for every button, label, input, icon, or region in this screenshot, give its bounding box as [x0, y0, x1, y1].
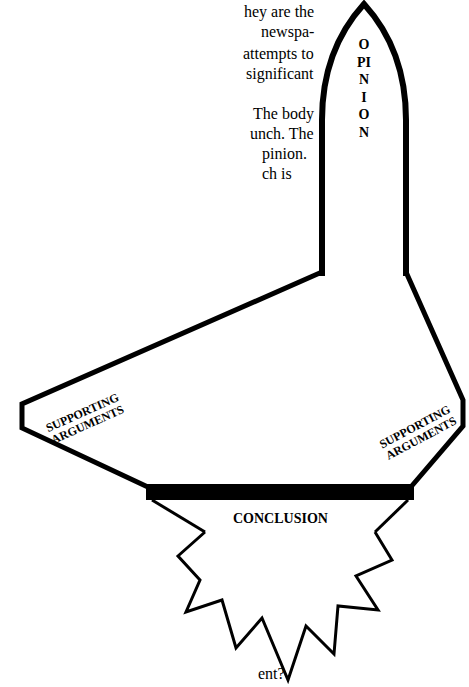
- band-label: CONCLUSION: [233, 511, 328, 527]
- text-fragment: ch is: [262, 164, 292, 183]
- rocket-body: OPINION: [316, 0, 412, 276]
- right-fin: SUPPORTING ARGUMENTS: [400, 266, 468, 494]
- nozzle-line: [375, 500, 408, 532]
- text-fragment: The body: [253, 104, 314, 123]
- fin-outline: [22, 272, 322, 488]
- left-fin: SUPPORTING ARGUMENTS: [16, 266, 328, 494]
- text-fragment: attempts to: [243, 44, 314, 63]
- text-fragment: unch. The: [250, 124, 314, 143]
- fin-label: SUPPORTING ARGUMENTS: [38, 388, 132, 448]
- nozzle-line: [152, 500, 205, 532]
- text-fragment: newspa-: [261, 22, 314, 41]
- text-fragment: pinion.: [262, 144, 307, 163]
- band-bar: [146, 484, 414, 500]
- fin-outline: [406, 272, 463, 488]
- conclusion-band-outline: [146, 484, 414, 536]
- body-label: OPINION: [357, 36, 371, 141]
- fin-label: SUPPORTING ARGUMENTS: [371, 400, 464, 465]
- text-fragment: ent?: [258, 664, 285, 683]
- left-fin-outline: [16, 266, 328, 494]
- conclusion-band: CONCLUSION: [146, 484, 414, 536]
- body-outline: [322, 4, 406, 276]
- right-fin-outline: [400, 266, 468, 494]
- text-fragment: significant: [246, 64, 314, 83]
- flame-outline: [178, 532, 392, 680]
- text-fragment: hey are the: [244, 2, 314, 21]
